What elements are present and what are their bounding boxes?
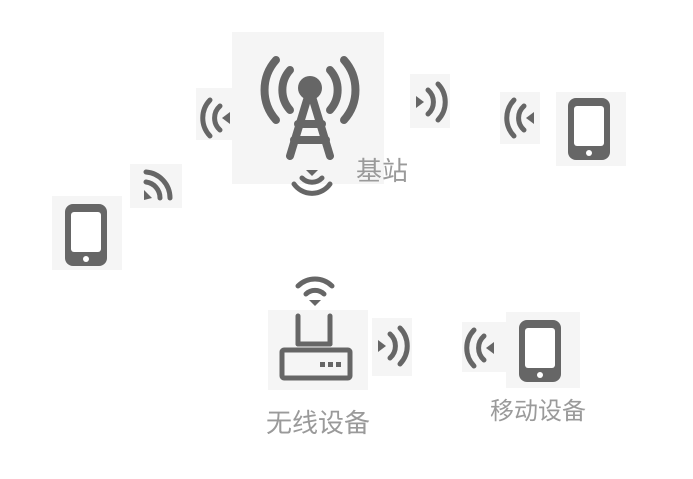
smartphone-icon	[568, 98, 610, 160]
signal-waves-icon	[464, 327, 494, 369]
signal-waves-icon	[143, 169, 173, 201]
signal-waves-icon	[200, 97, 230, 139]
smartphone-icon	[65, 204, 107, 266]
base-station-label: 基站	[356, 157, 409, 187]
signal-waves-icon	[504, 97, 534, 139]
mobile-device-label: 移动设备	[490, 397, 586, 425]
signal-waves-icon	[416, 81, 448, 123]
signal-waves-icon	[291, 170, 333, 196]
wireless-device-label: 无线设备	[266, 409, 371, 439]
cell-tower-icon	[260, 56, 360, 160]
wifi-signal-icon	[295, 276, 335, 306]
signal-waves-icon	[378, 325, 410, 367]
smartphone-icon	[519, 320, 561, 382]
wireless-router-icon	[279, 313, 353, 381]
